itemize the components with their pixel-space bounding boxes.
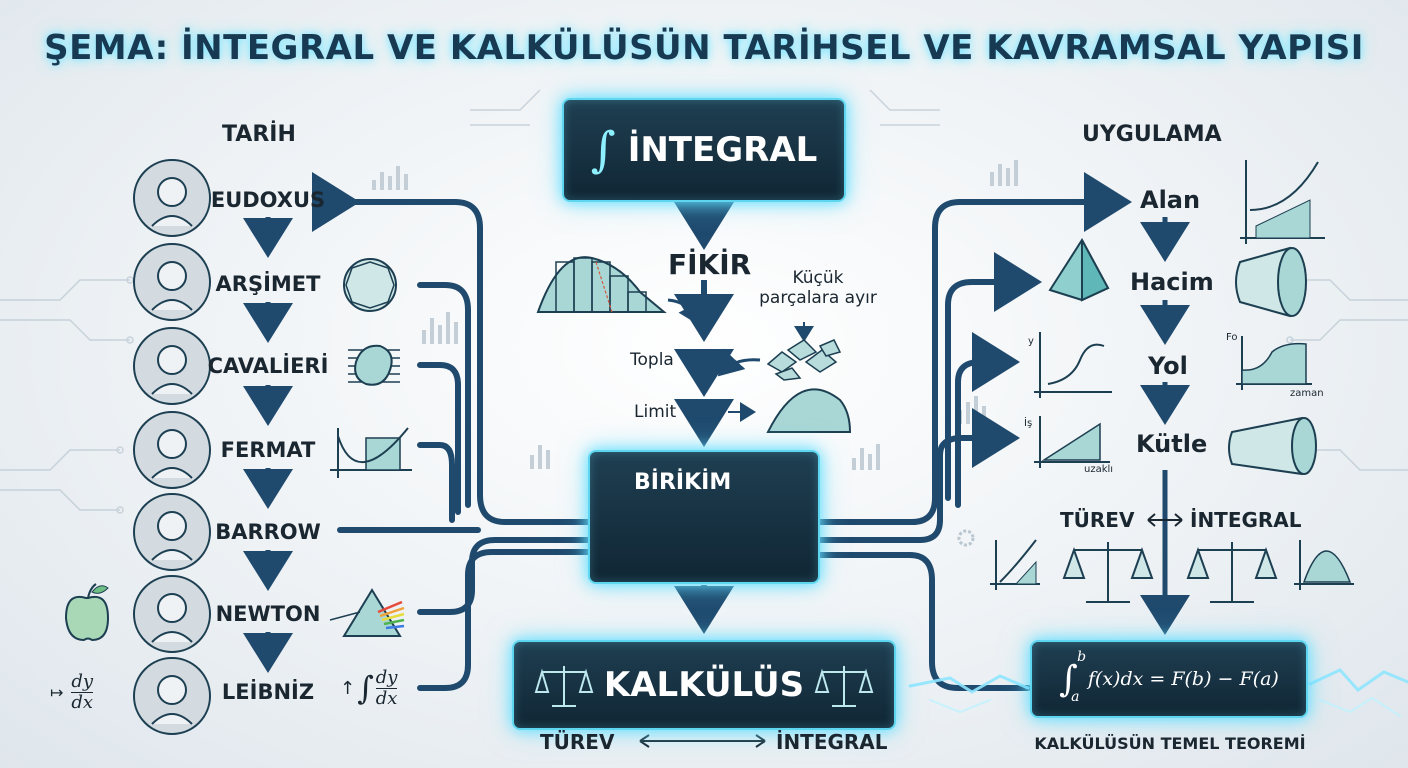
leibniz-notation-integral: ↑ ∫ dy dx bbox=[340, 667, 398, 709]
history-fermat: FERMAT bbox=[220, 438, 316, 462]
speed-axis-y-label: Fo bbox=[1226, 332, 1238, 343]
theorem-upper-limit: b bbox=[1077, 648, 1087, 665]
theorem-formula: f(x)dx = F(b) − F(a) bbox=[1087, 668, 1279, 690]
integral-symbol-icon: ∫ bbox=[590, 122, 616, 178]
limit-label: Limit bbox=[634, 402, 677, 422]
balance-scale-icons bbox=[1062, 542, 1278, 603]
history-barrow: BARROW bbox=[215, 520, 321, 544]
portrait-fermat-icon bbox=[133, 411, 211, 489]
portrait-cavalieri-icon bbox=[133, 327, 211, 405]
history-leibniz: LEİBNİZ bbox=[221, 680, 315, 704]
bar-decoration bbox=[372, 160, 1018, 470]
small-pieces-label: Küçük parçalara ayır bbox=[759, 268, 877, 309]
integral-box: ∫ İNTEGRAL bbox=[562, 98, 846, 202]
bottom-duality-arrow bbox=[639, 734, 766, 748]
application-yol: Yol bbox=[1148, 352, 1188, 380]
scale-right-icon bbox=[814, 666, 874, 707]
portrait-arsimet-icon bbox=[133, 243, 211, 321]
arrow-glyph: ↦ bbox=[50, 682, 64, 702]
accumulation-box: BİRİKİM bbox=[588, 450, 820, 584]
work-axis-x-label: uzaklı bbox=[1084, 464, 1114, 475]
theorem-box: ∫ b a f(x)dx = F(b) − F(a) bbox=[1030, 640, 1308, 718]
speed-axis-x-label: zaman bbox=[1290, 388, 1324, 399]
theorem-lower-limit: a bbox=[1071, 688, 1080, 705]
portrait-newton-icon bbox=[133, 575, 211, 653]
portrait-column bbox=[133, 159, 211, 735]
gear-icon bbox=[957, 529, 975, 547]
portrait-eudoxus-icon bbox=[133, 159, 211, 237]
work-axis-y-label: İş bbox=[1024, 418, 1033, 429]
scale-left-icon bbox=[534, 666, 594, 707]
lightning-effect bbox=[908, 668, 1408, 717]
sum-label: Topla bbox=[630, 350, 674, 370]
application-kutle: Kütle bbox=[1136, 430, 1208, 458]
calculus-box: KALKÜLÜS bbox=[512, 640, 896, 730]
history-arsimet: ARŞİMET bbox=[215, 272, 321, 296]
history-cavalieri: CAVALİERİ bbox=[207, 354, 329, 378]
history-connectors bbox=[312, 172, 591, 691]
portrait-barrow-icon bbox=[133, 493, 211, 571]
theorem-caption: KALKÜLÜSÜN TEMEL TEOREMİ bbox=[1034, 734, 1306, 753]
history-eudoxus: EUDOXUS bbox=[210, 188, 326, 212]
duality-arrow bbox=[1147, 513, 1183, 527]
application-hacim: Hacim bbox=[1130, 268, 1214, 296]
page-title: ŞEMA: İNTEGRAL VE KALKÜLÜSÜN TARİHSEL VE… bbox=[44, 28, 1364, 68]
duality-integral-label: İNTEGRAL bbox=[1190, 508, 1302, 532]
leibniz-notation-left: ↦ dy dx bbox=[50, 671, 94, 713]
application-connectors bbox=[817, 172, 1132, 691]
portrait-leibniz-icon bbox=[133, 657, 211, 735]
limit-area-illustration bbox=[766, 388, 852, 433]
accumulation-box-label: BİRİKİM bbox=[634, 470, 732, 495]
integral-box-label: İNTEGRAL bbox=[627, 130, 818, 170]
applications-header: UYGULAMA bbox=[1082, 122, 1222, 147]
history-newton: NEWTON bbox=[215, 602, 321, 626]
dy-numerator: dy bbox=[71, 671, 94, 692]
integral-sign-glyph: ∫ bbox=[357, 669, 374, 708]
riemann-slices-illustration bbox=[536, 256, 667, 313]
dy-numerator-2: dy bbox=[375, 667, 398, 688]
bottom-integral-label: İNTEGRAL bbox=[776, 730, 888, 754]
circuit-decoration bbox=[0, 89, 1408, 514]
up-arrow-glyph: ↑ bbox=[340, 677, 356, 699]
dx-denominator: dx bbox=[71, 691, 94, 713]
yol-axis-y-label: y bbox=[1028, 336, 1034, 347]
small-pieces-illustration bbox=[766, 339, 842, 381]
application-alan: Alan bbox=[1140, 186, 1201, 214]
history-header: TARİH bbox=[222, 122, 296, 147]
bottom-derivative-label: TÜREV bbox=[540, 730, 615, 754]
calculus-box-label: KALKÜLÜS bbox=[603, 665, 805, 705]
history-illustrations bbox=[329, 258, 412, 637]
application-illustrations bbox=[990, 160, 1354, 590]
duality-derivative-label: TÜREV bbox=[1060, 508, 1135, 532]
idea-label: FİKİR bbox=[668, 248, 752, 281]
theorem-integral-sign-icon: ∫ b a bbox=[1059, 648, 1087, 705]
apple-icon bbox=[64, 583, 110, 642]
dx-denominator-2: dx bbox=[375, 687, 398, 709]
